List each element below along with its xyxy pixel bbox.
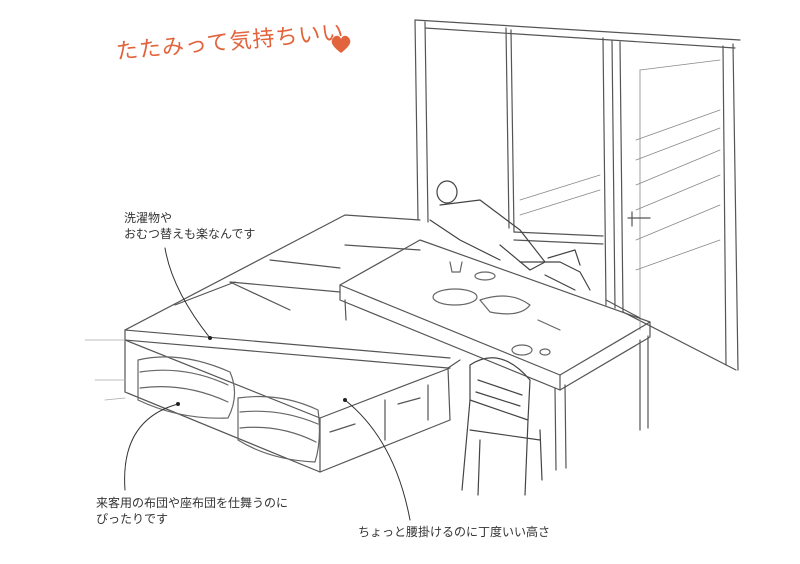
window-frame bbox=[414, 19, 741, 371]
callout-lines bbox=[124, 247, 411, 521]
futon-stack bbox=[137, 356, 321, 463]
door-handle bbox=[627, 211, 651, 227]
annotation-laundry-line2: おむつ替えも楽なんです bbox=[124, 227, 256, 241]
deck-lines bbox=[519, 59, 721, 331]
callout-dot bbox=[176, 402, 180, 406]
annotation-laundry: 洗濯物や おむつ替えも楽なんです bbox=[124, 210, 255, 242]
tatami-platform bbox=[124, 214, 461, 473]
annotation-futon-line1: 来客用の布団や座布団を仕舞うのに bbox=[96, 496, 289, 510]
reclining-person bbox=[429, 180, 591, 291]
annotation-futon: 来客用の布団や座布団を仕舞うのに ぴったりです bbox=[96, 495, 288, 527]
tableware bbox=[432, 261, 561, 356]
annotation-height-line1: ちょっと腰掛けるのに丁度いい高さ bbox=[358, 525, 551, 539]
annotation-height: ちょっと腰掛けるのに丁度いい高さ bbox=[358, 524, 550, 540]
callout-dot bbox=[208, 336, 212, 340]
annotation-futon-line2: ぴったりです bbox=[96, 512, 169, 526]
heart-icon bbox=[331, 35, 351, 53]
chair bbox=[461, 357, 543, 496]
annotation-laundry-line1: 洗濯物や bbox=[124, 211, 173, 225]
drawer-fronts bbox=[329, 384, 429, 441]
table bbox=[339, 239, 651, 471]
callout-dot bbox=[343, 398, 347, 402]
